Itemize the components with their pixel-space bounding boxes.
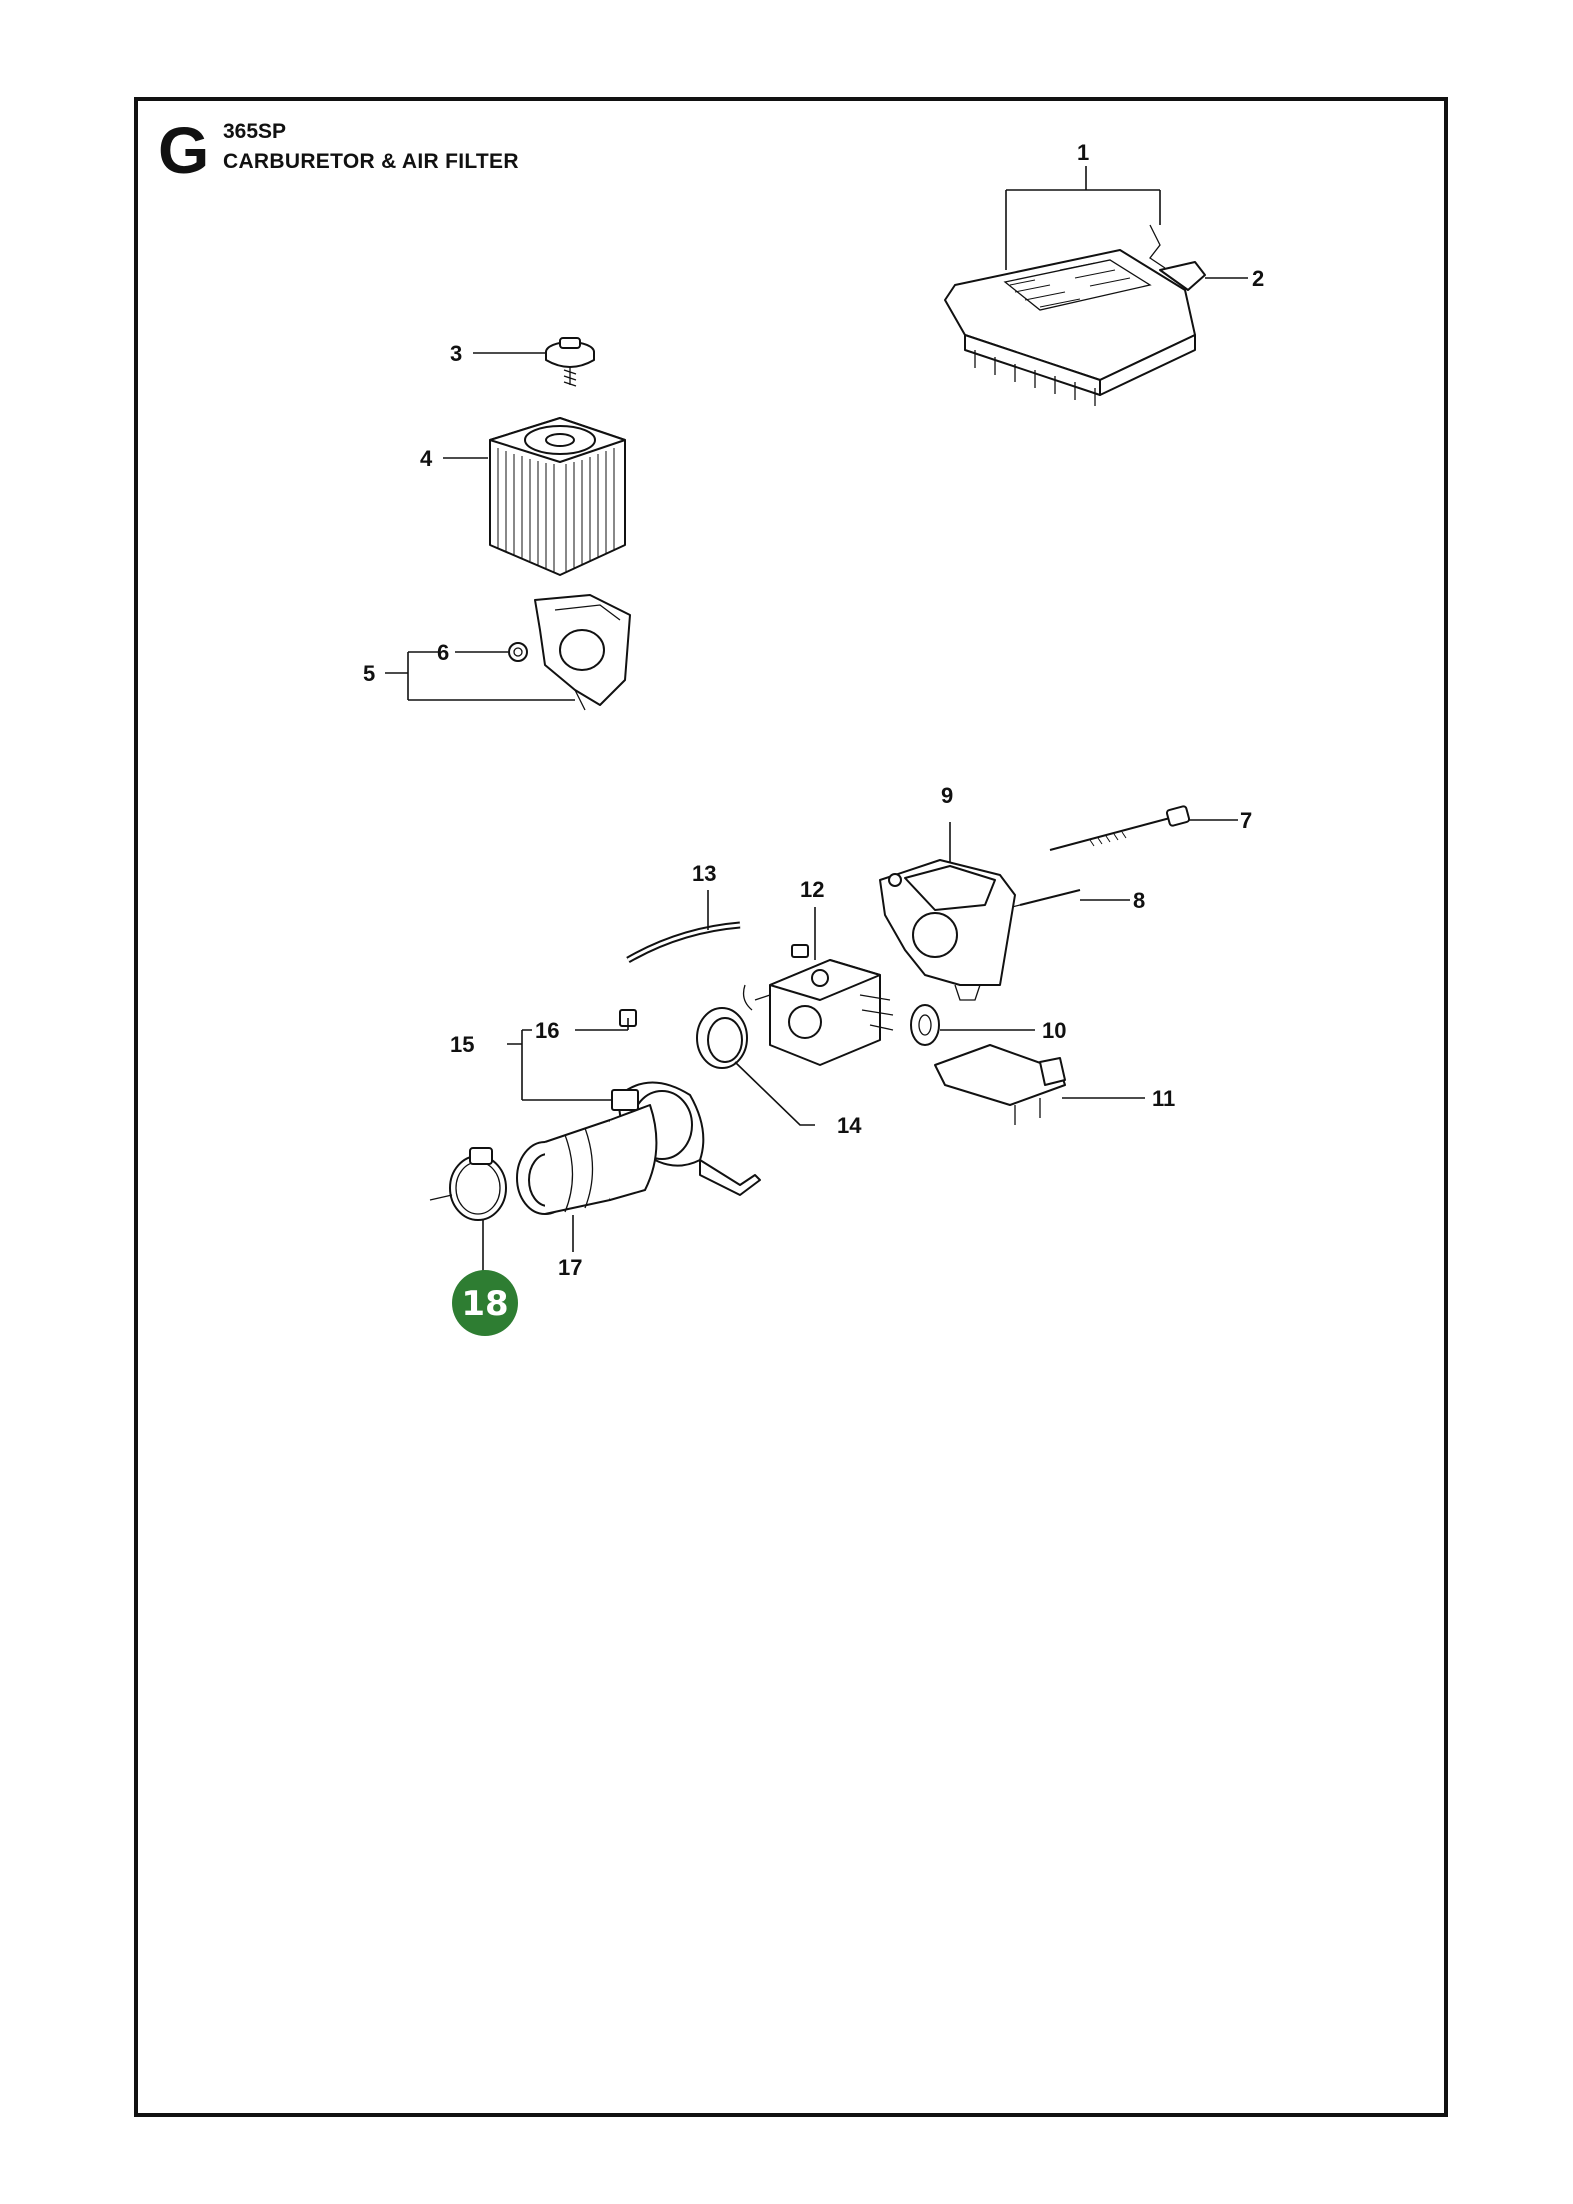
callout-8: 8 [1133, 888, 1145, 913]
callout-17: 17 [558, 1255, 582, 1280]
adjuster-drawing [910, 1004, 940, 1046]
callout-16: 16 [535, 1018, 559, 1043]
long-bolt-drawing [1049, 805, 1191, 851]
callout-12: 12 [800, 877, 824, 902]
model-title: 365SP [223, 120, 287, 143]
callout-9: 9 [941, 783, 953, 808]
section-title: CARBURETOR & AIR FILTER [223, 150, 519, 173]
section-letter: G [158, 113, 210, 187]
callout-5: 5 [363, 661, 375, 686]
hose-clamp-drawing [429, 1147, 507, 1221]
highlight-badge-label: 18 [461, 1284, 508, 1324]
callout-4: 4 [420, 446, 433, 471]
highlight-badge[interactable] [452, 1270, 518, 1336]
leader-lines [385, 166, 1248, 1282]
callout-10: 10 [1042, 1018, 1066, 1043]
carburetor-flange-drawing [879, 859, 1016, 1001]
carburetor-drawing [742, 944, 894, 1066]
intake-boot-drawing [516, 1104, 658, 1215]
callout-15: 15 [450, 1032, 474, 1057]
callout-6: 6 [437, 640, 449, 665]
callout-3: 3 [450, 341, 462, 366]
callout-2: 2 [1252, 266, 1264, 291]
bracket-drawing [934, 1044, 1066, 1125]
highlighted-part-18[interactable]: 18 [452, 1270, 518, 1336]
fuel-hose-drawing [626, 921, 741, 964]
callout-7: 7 [1240, 808, 1252, 833]
callout-14: 14 [837, 1113, 862, 1138]
air-filter-drawing [489, 417, 626, 576]
page-frame [134, 97, 1448, 2117]
air-filter-cover-drawing [944, 224, 1206, 406]
intake-ring-drawing [696, 1007, 748, 1069]
filter-holder-drawing [508, 594, 631, 711]
callout-13: 13 [692, 861, 716, 886]
callout-labels: 1 2 3 4 5 6 7 8 9 10 11 12 13 14 15 16 1… [363, 140, 1264, 1280]
callout-1: 1 [1077, 140, 1089, 165]
callout-11: 11 [1152, 1086, 1175, 1111]
filter-knob-drawing [545, 337, 595, 387]
